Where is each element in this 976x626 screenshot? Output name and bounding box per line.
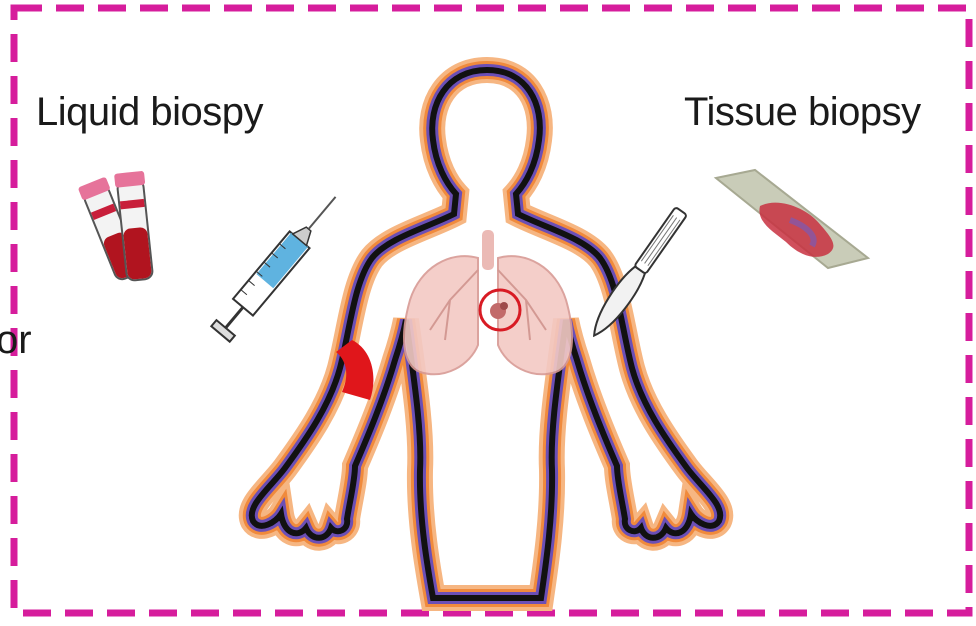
cut-off-text: or <box>0 318 32 363</box>
human-body-silhouette <box>252 70 721 598</box>
tissue-biopsy-label: Tissue biopsy <box>684 90 921 135</box>
tissue-slide-icon <box>716 170 868 268</box>
lungs-icon <box>404 230 572 374</box>
blood-tubes-icon <box>78 171 155 283</box>
liquid-biopsy-label: Liquid biospy <box>36 90 263 135</box>
syringe-icon <box>211 189 346 343</box>
